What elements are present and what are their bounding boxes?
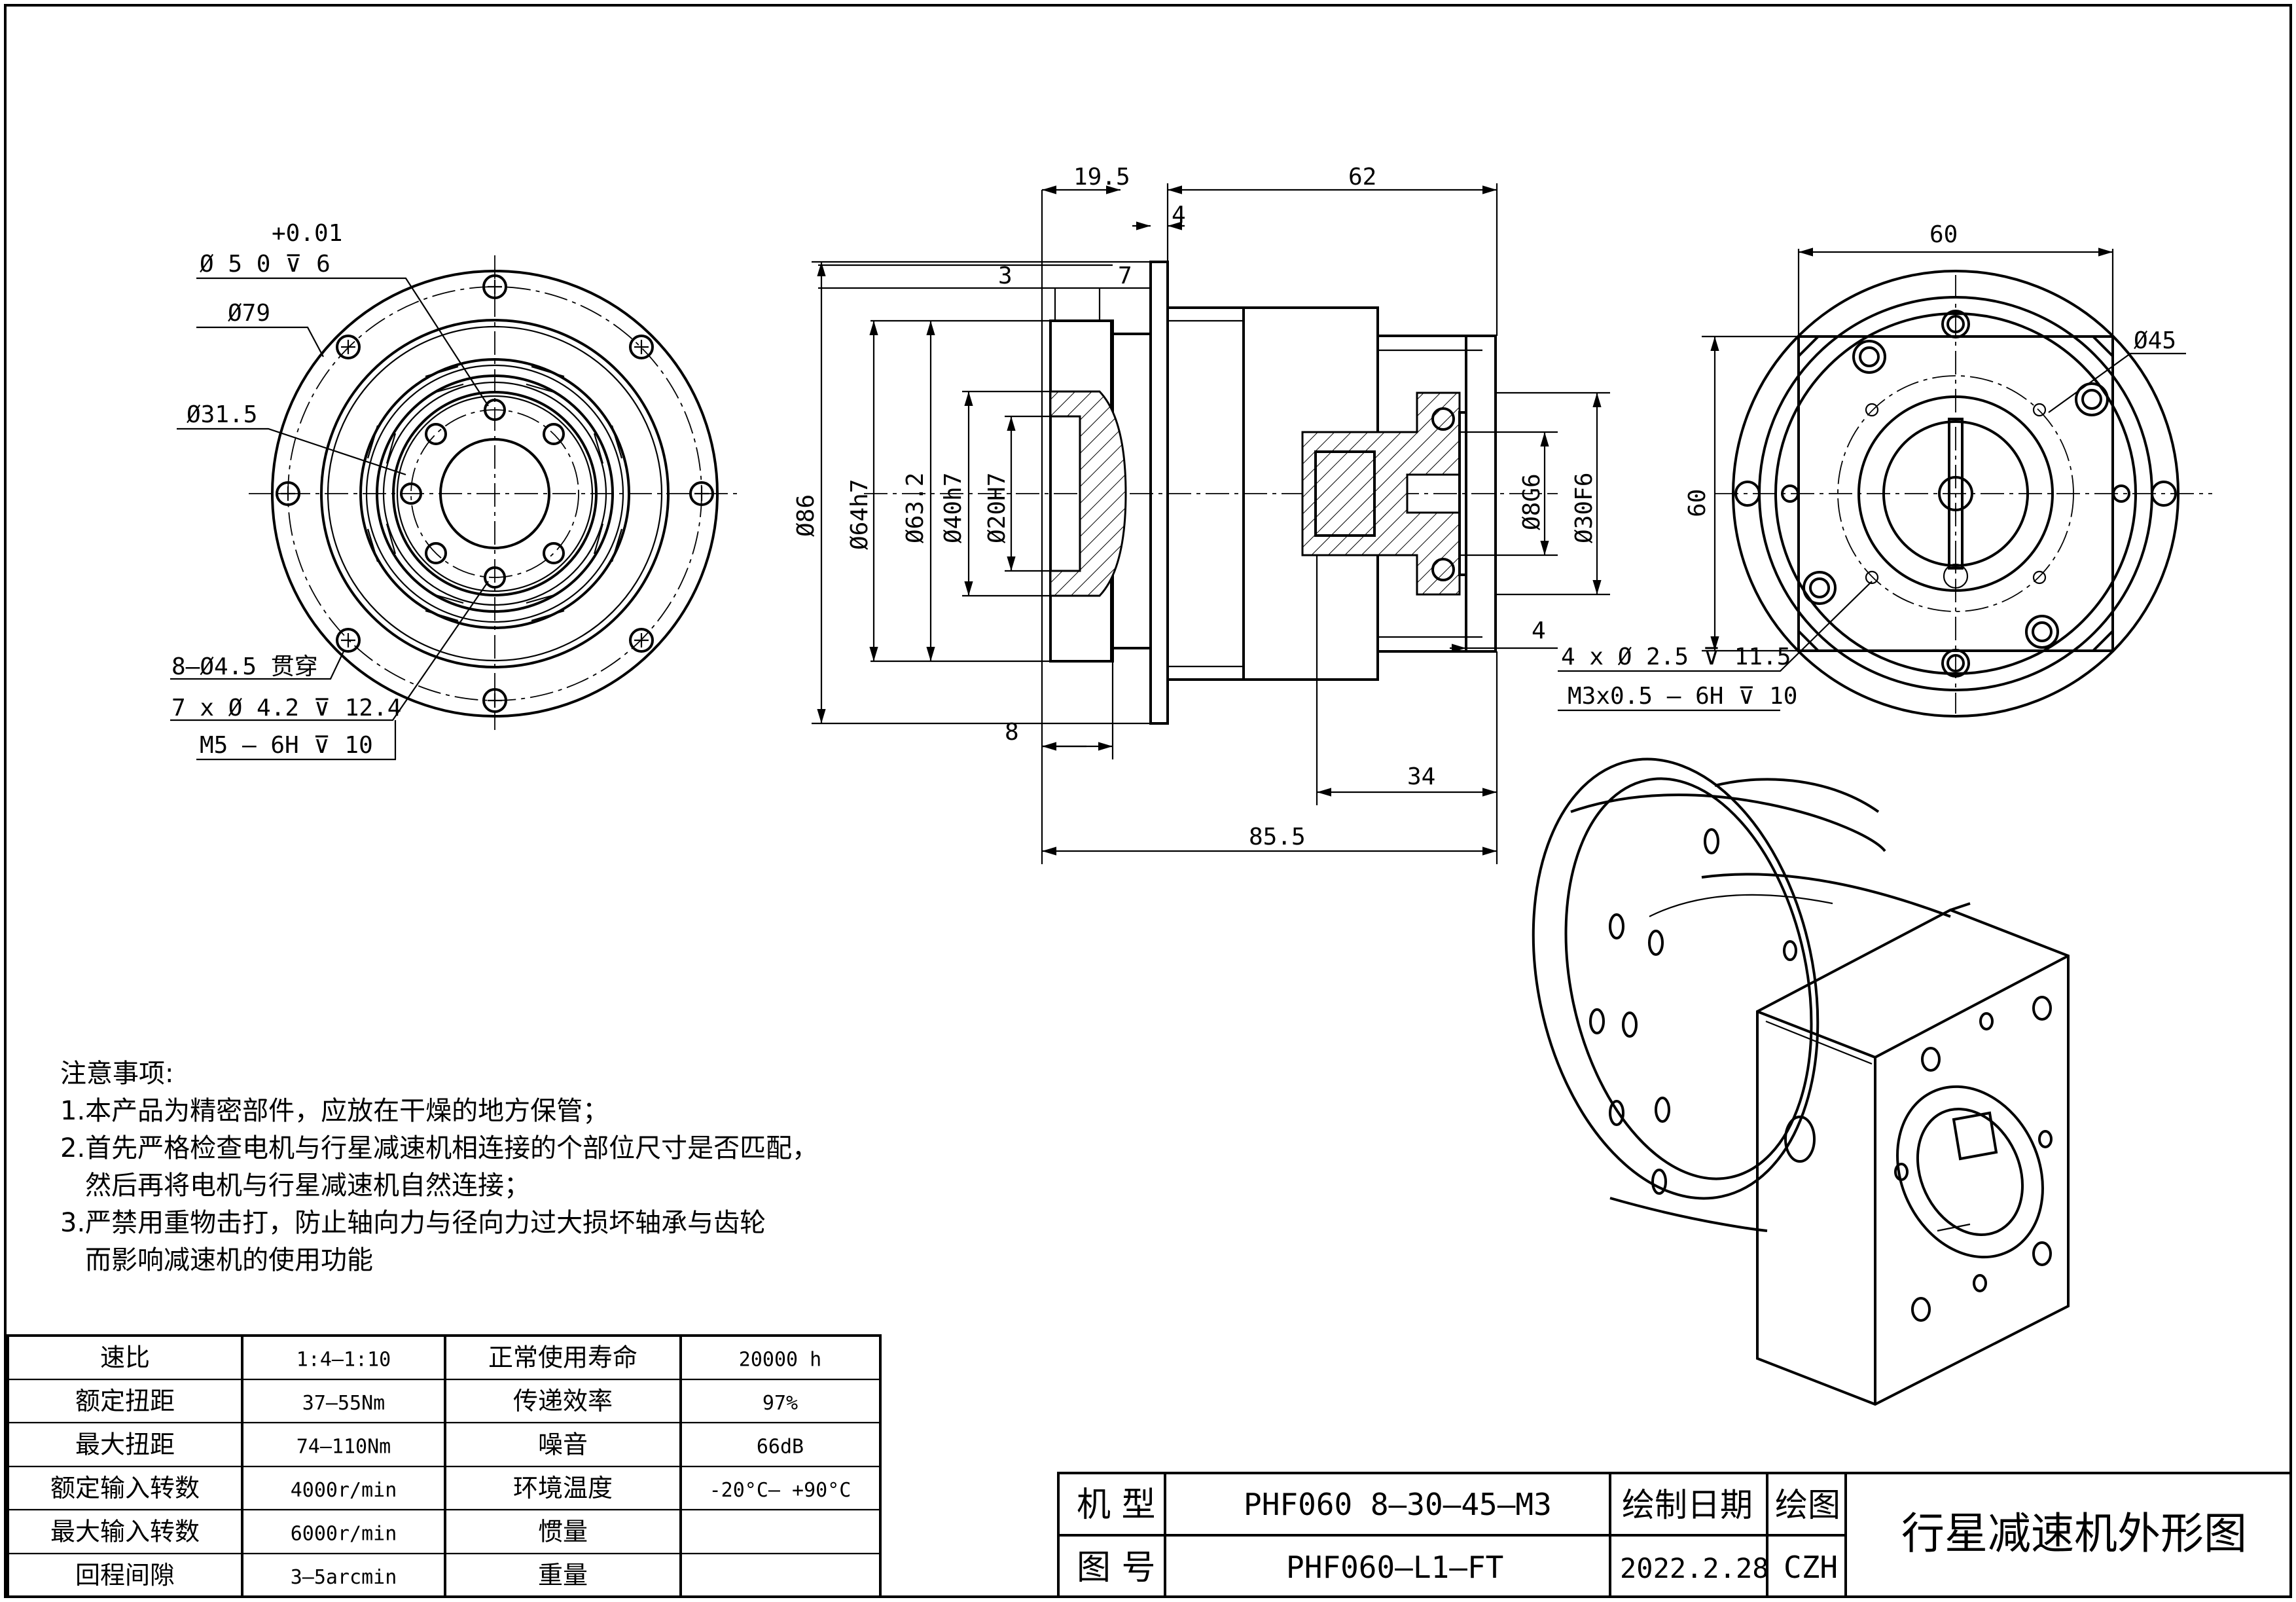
note-1: 1.本产品为精密部件，应放在干燥的地方保管； — [60, 1096, 609, 1126]
spec-cell-r1-c3: 97% — [762, 1392, 798, 1415]
hole-callout-text: Ø 5 0 ⊽ 6 — [200, 251, 331, 278]
isometric-view — [1532, 757, 2070, 1406]
rear-view: 60 60 Ø45 4 x Ø 2.5 ⊽ 11.5 M3x0.5 — 6H ⊽… — [1558, 221, 2212, 718]
drawing-no-label: 图 号 — [1077, 1548, 1156, 1588]
spec-cell-r0-c1: 1:4—1:10 — [296, 1348, 391, 1371]
note-2a: 2.首先严格检查电机与行星减速机相连接的个部位尺寸是否匹配， — [60, 1133, 818, 1163]
front-slots — [367, 365, 623, 622]
through-holes-label: 8—Ø4.5 贯穿 — [171, 653, 318, 680]
thread-label: M5 — 6H ⊽ 10 — [200, 732, 373, 759]
drafter-label: 绘图 — [1775, 1486, 1840, 1524]
spec-cell-r4-c0: 最大输入转数 — [50, 1517, 200, 1546]
dia-86: Ø86 — [793, 494, 819, 537]
spec-cell-r1-c0: 额定扭距 — [75, 1387, 175, 1415]
dim-3: 3 — [998, 263, 1013, 289]
note-2b: 然后再将电机与行星减速机自然连接； — [85, 1171, 530, 1201]
spec-cell-r2-c3: 66dB — [757, 1435, 804, 1458]
dim-19-5: 19.5 — [1073, 164, 1130, 191]
pcd-inner-label: Ø31.5 — [187, 401, 257, 428]
rear-pcd: Ø45 — [2134, 327, 2176, 354]
spec-cell-r4-c2: 惯量 — [538, 1517, 588, 1546]
spec-cell-r5-c0: 回程间隙 — [75, 1561, 175, 1590]
spec-cell-r3-c2: 环境温度 — [513, 1474, 613, 1502]
spec-cell-r0-c0: 速比 — [100, 1343, 150, 1372]
dim-4-right: 4 — [1532, 617, 1546, 644]
spec-cell-r2-c1: 74—110Nm — [296, 1435, 391, 1458]
model-value: PHF060 8—30—45—M3 — [1244, 1487, 1552, 1522]
dia-63-2: Ø63.2 — [902, 473, 929, 543]
spec-cell-r3-c3: -20°C— +90°C — [709, 1479, 852, 1502]
spec-cell-r3-c1: 4000r/min — [291, 1479, 397, 1502]
spec-cell-r2-c2: 噪音 — [538, 1430, 588, 1459]
spec-cell-r1-c2: 传递效率 — [513, 1387, 613, 1415]
note-3a: 3.严禁用重物击打，防止轴向力与径向力过大损坏轴承与齿轮 — [60, 1208, 766, 1238]
spec-cell-r5-c1: 3—5arcmin — [291, 1566, 397, 1589]
front-outer-holes — [276, 274, 714, 713]
rear-holes — [1734, 310, 2177, 678]
dia-40h7: Ø40h7 — [940, 473, 967, 543]
dia-30F6: Ø30F6 — [1571, 473, 1598, 543]
rear-width: 60 — [1929, 221, 1958, 248]
notes-block: 注意事项: 1.本产品为精密部件，应放在干燥的地方保管； 2.首先严格检查电机与… — [60, 1059, 818, 1275]
iso-flange-holes — [1589, 828, 1797, 1195]
drafter-value: CZH — [1784, 1550, 1838, 1585]
notes-heading: 注意事项: — [60, 1059, 173, 1089]
spec-cell-r3-c0: 额定输入转数 — [50, 1474, 200, 1502]
spec-cell-r2-c0: 最大扭距 — [75, 1430, 175, 1459]
dim-7: 7 — [1118, 263, 1132, 289]
model-label: 机 型 — [1077, 1485, 1156, 1525]
dim-34: 34 — [1407, 763, 1435, 790]
dim-8: 8 — [1005, 719, 1019, 746]
spec-cell-r4-c1: 6000r/min — [291, 1522, 397, 1545]
dia-8G6: Ø8G6 — [1518, 473, 1545, 530]
drawing-title: 行星减速机外形图 — [1901, 1508, 2247, 1559]
front-inner-holes — [400, 399, 565, 589]
front-view: +0.01 Ø 5 0 ⊽ 6 Ø79 Ø31.5 8—Ø4.5 贯穿 7 x … — [170, 220, 740, 761]
rear-holes-label: 4 x Ø 2.5 ⊽ 11.5 — [1561, 644, 1791, 670]
dim-4-top: 4 — [1172, 202, 1186, 228]
dim-85-5: 85.5 — [1249, 824, 1306, 850]
spec-cell-r5-c2: 重量 — [538, 1561, 588, 1590]
title-block: 机 型 PHF060 8—30—45—M3 图 号 PHF060—L1—FT 绘… — [1057, 1472, 2292, 1598]
rear-thread-label: M3x0.5 — 6H ⊽ 10 — [1568, 683, 1797, 710]
blind-holes-label: 7 x Ø 4.2 ⊽ 12.4 — [171, 695, 401, 721]
pcd-outer-label: Ø79 — [228, 300, 270, 327]
rear-height: 60 — [1684, 489, 1711, 517]
side-view: 19.5 62 4 3 7 Ø86 Ø64h7 Ø63.2 Ø40h7 Ø20H… — [793, 164, 1610, 864]
hole-tolerance-text: +0.01 — [272, 220, 342, 247]
spec-cell-r0-c2: 正常使用寿命 — [488, 1343, 637, 1372]
dia-20H7: Ø20H7 — [984, 473, 1011, 543]
dim-62: 62 — [1348, 164, 1376, 191]
side-dimensions — [812, 183, 1610, 864]
spec-cell-r0-c3: 20000 h — [739, 1348, 821, 1371]
date-label: 绘制日期 — [1622, 1486, 1753, 1524]
spec-table: 速比 1:4—1:10 正常使用寿命 20000 h 额定扭距 37—55Nm 传递效率 97… — [7, 1334, 882, 1598]
spec-cell-r1-c1: 37—55Nm — [302, 1392, 385, 1415]
note-3b: 而影响减速机的使用功能 — [85, 1245, 373, 1275]
dia-64h7: Ø64h7 — [846, 479, 873, 550]
drawing-no-value: PHF060—L1—FT — [1286, 1550, 1503, 1585]
date-value: 2022.2.28 — [1620, 1552, 1769, 1584]
